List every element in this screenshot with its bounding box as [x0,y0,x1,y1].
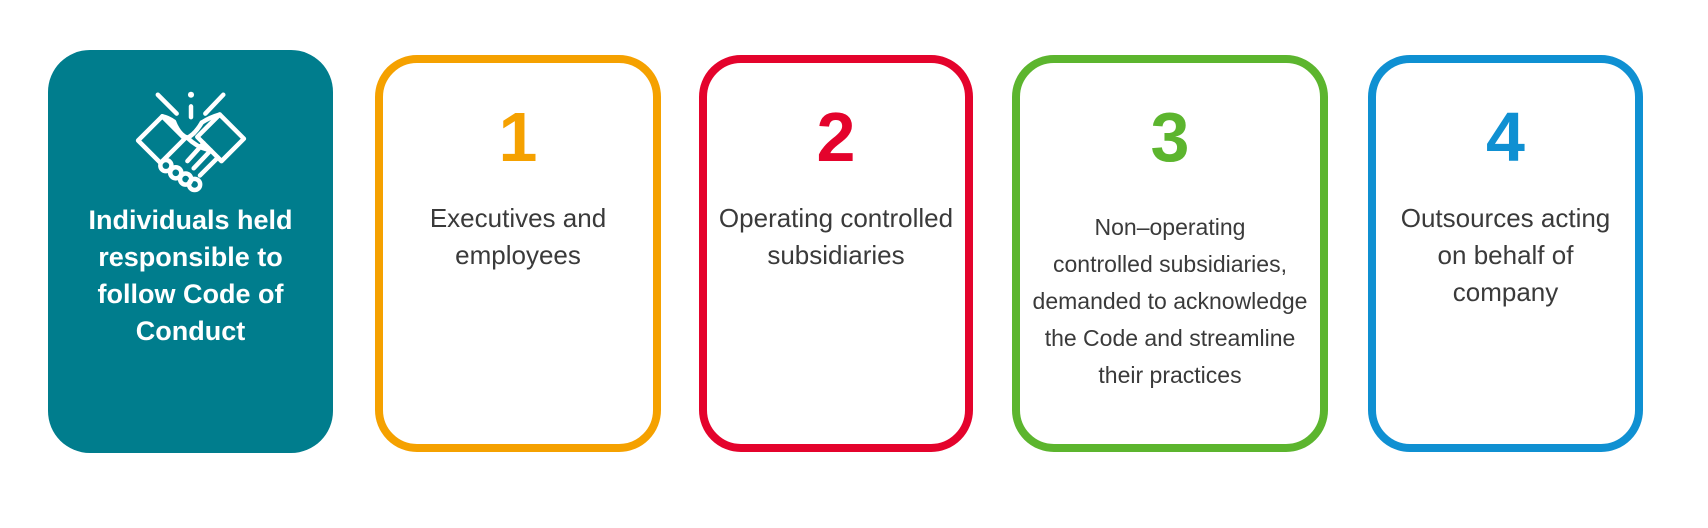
step-1-number: 1 [498,98,538,176]
card-intro: Individuals held responsible to follow C… [48,50,333,453]
step-2-number: 2 [816,98,856,176]
handshake-icon [128,83,254,197]
card-step-4: 4 Outsources acting on behalf of company [1368,55,1643,452]
step-3-label: Non–operating controlled subsidiaries, d… [1032,214,1308,388]
card-step-3: 3 Non–operating controlled subsidiaries,… [1012,55,1328,452]
step-2-label: Operating controlled subsidiaries [718,203,954,270]
step-4-number: 4 [1486,98,1525,176]
card-step-1: 1 Executives and employees [375,55,661,452]
step-4-label: Outsources acting on behalf of company [1400,203,1611,307]
intro-card-label: Individuals held responsible to follow C… [88,205,293,346]
step-3-number: 3 [1150,98,1190,176]
step-1-label: Executives and employees [429,203,607,270]
card-step-2: 2 Operating controlled subsidiaries [699,55,973,452]
